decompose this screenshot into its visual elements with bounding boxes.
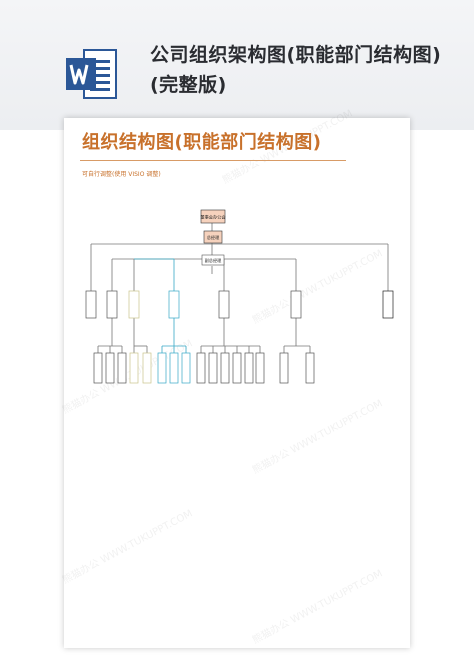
org-node-board: 董事会办公会 [200,209,226,224]
connectors [90,223,389,353]
section-box [142,352,152,384]
section-box [232,352,242,384]
department-box [128,290,140,319]
department-box [85,290,97,319]
section-box [181,352,191,384]
org-node-vp: 副总经理 [201,254,225,266]
ceo-label: 总经理 [207,234,220,240]
department-boxes [85,290,394,319]
section-box [279,352,289,384]
section-box [305,352,315,384]
department-box [382,290,394,319]
connectors-teal [134,258,187,353]
org-chart: 董事会办公会 总经理 副总经理 [85,209,394,384]
section-box [208,352,218,384]
document-title: 公司组织架构图(职能部门结构图)(完整版) [150,44,442,96]
word-document-icon [66,49,117,99]
section-box [117,352,127,384]
org-node-ceo: 总经理 [203,230,223,244]
vp-label: 副总经理 [205,257,223,264]
department-box [218,290,230,319]
section-box [105,352,115,384]
department-box [290,290,302,319]
heading-divider [80,160,346,161]
board-label: 董事会办公会 [200,214,226,221]
section-box [157,352,167,384]
section-box [244,352,254,384]
page-heading: 组织结构图(职能部门结构图) [82,132,322,153]
department-box [106,290,118,319]
section-boxes [93,352,315,384]
section-box [93,352,103,384]
section-box [169,352,179,384]
page-note: 可自行调整(使用 VISIO 调整) [82,171,161,178]
section-box [196,352,206,384]
section-box [129,352,139,384]
department-box [168,290,180,319]
section-box [255,352,265,384]
document-page: 熊猫办公 WWW.TUKUPPT.COM 熊猫办公 WWW.TUKUPPT.CO… [61,108,410,648]
section-box [220,352,230,384]
